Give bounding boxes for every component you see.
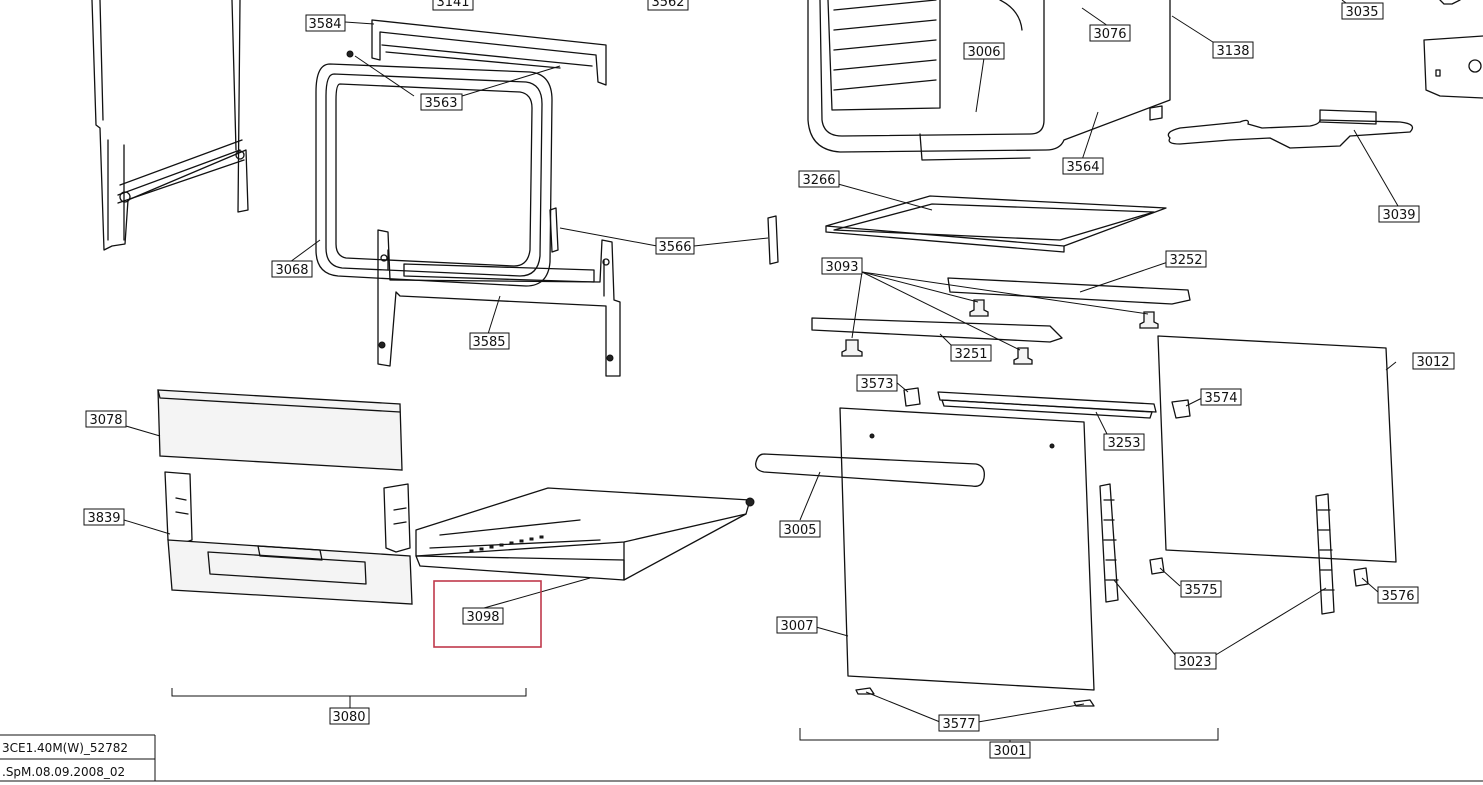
part-label-3138[interactable]: 3138: [1212, 41, 1254, 59]
title-block-revision: .SpM.08.09.2008_02: [2, 765, 125, 779]
door-feet-drawing: [855, 687, 1095, 707]
highlight-box: [433, 580, 542, 648]
control-unit-drawing: [1423, 0, 1483, 99]
part-label-3076[interactable]: 3076: [1089, 24, 1131, 42]
svg-text:3098: 3098: [466, 610, 499, 625]
svg-text:3576: 3576: [1381, 589, 1414, 604]
part-label-3068[interactable]: 3068: [271, 260, 313, 278]
part-label-3563[interactable]: 3563: [420, 93, 463, 111]
dimension-brackets: [171, 688, 1219, 742]
svg-text:3562: 3562: [651, 0, 684, 10]
door-top-trim-drawing: [937, 391, 1157, 419]
svg-text:3251: 3251: [954, 347, 987, 362]
part-label-3574[interactable]: 3574: [1200, 388, 1242, 406]
svg-text:3078: 3078: [89, 413, 122, 428]
drawer-tray-vents: [469, 535, 544, 553]
part-label-3007[interactable]: 3007: [776, 616, 818, 634]
svg-text:3584: 3584: [308, 17, 341, 32]
leader-lines: [123, 0, 1399, 723]
svg-text:3007: 3007: [780, 619, 813, 634]
door-gasket-frame-drawing: [315, 63, 553, 287]
part-label-3839[interactable]: 3839: [83, 508, 125, 526]
svg-text:3573: 3573: [860, 377, 893, 392]
door-side-frame-drawing: [91, 0, 249, 251]
part-label-3266[interactable]: 3266: [798, 170, 840, 188]
svg-text:3005: 3005: [783, 523, 816, 538]
drawer-front-panel-drawing: [157, 389, 403, 471]
adjustable-feet: [841, 299, 1159, 365]
part-label-3012[interactable]: 3012: [1412, 352, 1455, 370]
part-label-3577[interactable]: 3577: [938, 714, 980, 732]
svg-text:3585: 3585: [472, 335, 505, 350]
svg-text:3575: 3575: [1184, 583, 1217, 598]
svg-text:3839: 3839: [87, 511, 120, 526]
inner-door-frame-drawing: [377, 229, 621, 377]
svg-text:3068: 3068: [275, 263, 308, 278]
part-label-3001[interactable]: 3001: [989, 741, 1031, 759]
drawer-tray-drawing: [415, 487, 755, 581]
part-label-3141[interactable]: 3141: [432, 0, 474, 11]
svg-text:3138: 3138: [1216, 44, 1249, 59]
svg-text:3577: 3577: [942, 717, 975, 732]
title-block-model: 3CE1.40M(W)_52782: [2, 741, 128, 755]
part-label-3252[interactable]: 3252: [1165, 250, 1207, 268]
part-label-3006[interactable]: 3006: [963, 42, 1005, 60]
part-label-3005[interactable]: 3005: [779, 520, 821, 538]
title-block: 3CE1.40M(W)_52782 .SpM.08.09.2008_02: [0, 734, 1483, 782]
part-label-3584[interactable]: 3584: [305, 14, 346, 32]
part-label-3098[interactable]: 3098: [462, 607, 504, 625]
heating-element-drawing: [1167, 109, 1414, 149]
part-label-3078[interactable]: 3078: [85, 410, 127, 428]
svg-text:3001: 3001: [993, 744, 1026, 759]
svg-text:3563: 3563: [424, 96, 457, 111]
door-hinges-drawing: [1099, 483, 1335, 615]
top-rail-drawing: [346, 19, 607, 86]
svg-text:3574: 3574: [1204, 391, 1237, 406]
part-label-3253[interactable]: 3253: [1103, 433, 1145, 451]
part-label-3093[interactable]: 3093: [821, 257, 863, 275]
svg-text:3012: 3012: [1416, 355, 1449, 370]
part-label-3039[interactable]: 3039: [1378, 205, 1420, 223]
part-label-3035[interactable]: 3035: [1341, 2, 1384, 20]
svg-text:3253: 3253: [1107, 436, 1140, 451]
svg-text:3006: 3006: [967, 45, 1000, 60]
svg-text:3076: 3076: [1093, 27, 1126, 42]
svg-text:3252: 3252: [1169, 253, 1202, 268]
glass-shelf-drawing: [825, 195, 1167, 253]
part-labels: 3141 3562 3584 3563 3068 3566 3585 3078 …: [83, 0, 1455, 759]
part-label-3576[interactable]: 3576: [1377, 586, 1419, 604]
drawer-assembly-drawing: [164, 471, 413, 605]
oven-cavity-drawing: [807, 0, 1171, 161]
svg-text:3266: 3266: [802, 173, 835, 188]
part-label-3562[interactable]: 3562: [647, 0, 689, 11]
svg-text:3564: 3564: [1066, 160, 1099, 175]
svg-text:3039: 3039: [1382, 208, 1415, 223]
part-label-3564[interactable]: 3564: [1062, 157, 1104, 175]
svg-text:3566: 3566: [658, 240, 691, 255]
part-label-3573[interactable]: 3573: [856, 374, 898, 392]
part-label-3251[interactable]: 3251: [950, 344, 992, 362]
door-inner-glass-drawing: [1157, 335, 1397, 563]
door-outer-panel-drawing: [839, 407, 1095, 691]
part-label-3575[interactable]: 3575: [1180, 580, 1222, 598]
svg-text:3141: 3141: [436, 0, 469, 10]
part-label-3023[interactable]: 3023: [1174, 652, 1217, 670]
svg-text:3093: 3093: [825, 260, 858, 275]
door-handle-drawing: [755, 453, 985, 487]
hinge-piece-drawing: [549, 207, 779, 265]
svg-text:3035: 3035: [1345, 5, 1378, 20]
part-label-3080[interactable]: 3080: [329, 707, 370, 725]
part-label-3585[interactable]: 3585: [469, 332, 510, 350]
svg-text:3080: 3080: [332, 710, 365, 725]
svg-text:3023: 3023: [1178, 655, 1211, 670]
part-label-3566[interactable]: 3566: [655, 237, 695, 255]
door-rails-drawing: [811, 277, 1191, 365]
